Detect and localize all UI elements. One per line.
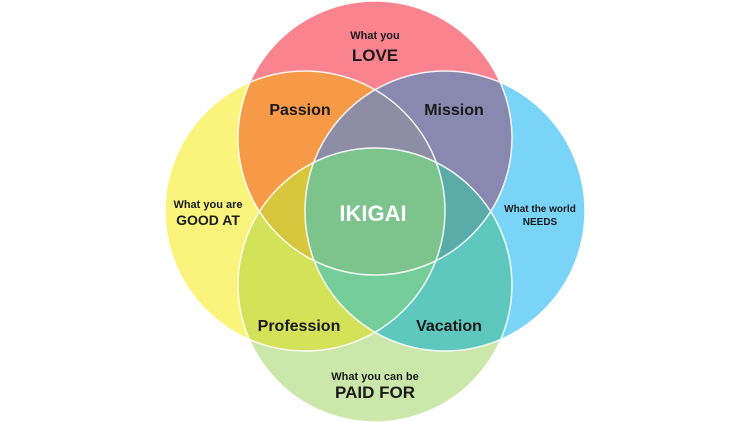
passion-label: Passion: [269, 102, 330, 119]
vacation-label: Vacation: [416, 318, 482, 335]
ikigai-center-label: IKIGAI: [339, 201, 406, 226]
good-at-small-label: What you are: [173, 199, 242, 211]
needs-big-label: NEEDS: [523, 217, 558, 228]
paid-for-big-label: PAID FOR: [335, 383, 415, 402]
love-small-label: What you: [350, 30, 400, 42]
needs-small-label: What the world: [504, 204, 576, 215]
good-at-big-label: GOOD AT: [176, 212, 240, 228]
mission-label: Mission: [424, 102, 484, 119]
love-big-label: LOVE: [352, 46, 398, 65]
paid-for-small-label: What you can be: [331, 371, 418, 383]
profession-label: Profession: [258, 318, 341, 335]
region-ikigai-center: [305, 148, 445, 275]
